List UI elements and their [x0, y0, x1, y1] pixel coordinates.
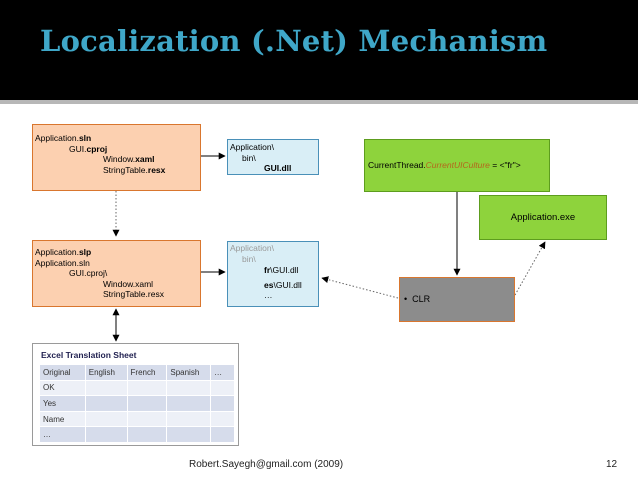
table-cell: [84, 379, 128, 397]
table-cell: [210, 395, 235, 412]
localized-sln-line: Application.sln: [35, 257, 90, 268]
table-cell: [166, 395, 212, 412]
page-number: 12: [606, 459, 618, 470]
table-row: OK: [39, 379, 235, 397]
more-satellite-dlls: …: [264, 290, 273, 300]
table-cell: [126, 410, 168, 428]
table-cell: [126, 395, 168, 412]
title-bar: [0, 0, 638, 100]
table-cell: Name: [39, 410, 86, 428]
source-xaml-line: Window.xaml: [103, 154, 155, 164]
sheet-title: Excel Translation Sheet: [41, 350, 137, 360]
fr-gui-dll: fr\GUI.dll: [264, 265, 299, 275]
title-divider: [0, 100, 638, 104]
table-cell: [210, 410, 235, 428]
current-ui-culture-line: CurrentThread.CurrentUICulture = <"fr">: [368, 160, 521, 170]
source-project-box: Application.sln GUI.cproj Window.xaml St…: [32, 124, 201, 191]
output-app-folder: Application\: [230, 142, 274, 152]
source-sln-line: Application.sln: [35, 133, 92, 143]
clr-label: • CLR: [404, 294, 431, 304]
table-cell: [166, 410, 212, 428]
table-cell: [84, 410, 128, 428]
output-gui-dll: GUI.dll: [264, 163, 292, 173]
current-thread-box: CurrentThread.CurrentUICulture = <"fr">: [364, 139, 550, 192]
table-cell: [210, 426, 235, 443]
table-cell: Yes: [39, 395, 86, 412]
table-cell: English: [84, 364, 128, 381]
localized-cproj-line: GUI.cproj\: [69, 268, 108, 278]
footer-author: Robert.Sayegh@gmail.com (2009): [189, 459, 344, 470]
table-cell: [126, 379, 168, 397]
table-cell: French: [126, 364, 168, 381]
translation-table: Original English French Spanish … OK Yes…: [39, 364, 235, 443]
output-bin-folder: bin\: [242, 152, 256, 163]
localized-project-box: Application.slp Application.sln GUI.cpro…: [32, 240, 201, 307]
source-resx-line: StringTable.resx: [103, 164, 166, 175]
build-output-box: Application\ bin\ GUI.dll: [227, 139, 319, 175]
table-cell: …: [39, 426, 86, 443]
table-cell: Original: [39, 364, 86, 381]
arrow-clr-to-app-exe: [514, 241, 546, 296]
clr-box: • CLR: [399, 277, 515, 322]
table-cell: [84, 395, 128, 412]
table-cell: [210, 379, 235, 397]
loc-output-app-folder: Application\: [230, 243, 274, 253]
localized-xaml-line: Window.xaml: [103, 278, 154, 289]
arrow-clr-to-localized-output: [321, 276, 399, 299]
es-gui-dll: es\GUI.dll: [264, 279, 302, 290]
table-cell: OK: [39, 379, 86, 397]
excel-translation-sheet: Excel Translation Sheet Original English…: [32, 343, 239, 446]
loc-output-bin-folder: bin\: [242, 253, 256, 264]
table-row: Yes: [39, 395, 235, 412]
table-row: Original English French Spanish …: [39, 364, 235, 381]
table-row: …: [39, 426, 235, 443]
localized-resx-line: StringTable.resx: [103, 289, 164, 299]
localized-output-box: Application\ bin\ fr\GUI.dll es\GUI.dll …: [227, 241, 319, 307]
table-cell: …: [210, 364, 235, 381]
application-exe-box: Application.exe: [479, 195, 607, 240]
table-cell: [126, 426, 168, 443]
table-cell: Spanish: [166, 364, 212, 381]
slide-title: Localization (.Net) Mechanism: [40, 24, 548, 58]
table-cell: [84, 426, 128, 443]
table-cell: [166, 426, 212, 443]
table-row: Name: [39, 410, 235, 428]
source-cproj-line: GUI.cproj: [69, 143, 108, 154]
application-exe-label: Application.exe: [510, 212, 576, 223]
localized-slp-line: Application.slp: [35, 247, 92, 257]
table-cell: [166, 379, 212, 397]
